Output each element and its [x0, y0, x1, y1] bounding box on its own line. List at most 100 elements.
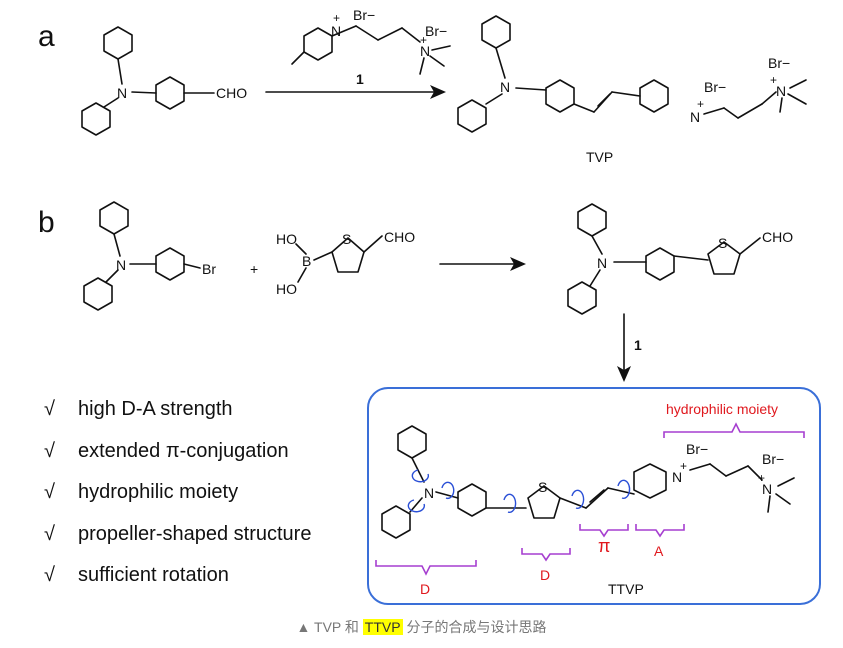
arrow-head [430, 85, 446, 99]
pyridinium-ring [639, 79, 669, 113]
rotation-arrow [617, 479, 631, 500]
check-icon: √ [44, 481, 55, 503]
intermediate-thiophene-aldehyde: N S CHO [567, 203, 793, 315]
brace-pi [579, 524, 629, 538]
phenyl-ring [567, 281, 597, 315]
feature-text: extended π-conjugation [78, 439, 289, 462]
atom-n: N [424, 485, 434, 501]
reactant-tpa-aldehyde: N CHO [81, 26, 247, 136]
feature-text: high D-A strength [78, 398, 233, 420]
phenyl-ring [397, 425, 427, 459]
brace-acceptor [635, 524, 685, 538]
rotation-arrow [411, 469, 430, 483]
cho-label: CHO [762, 229, 793, 245]
atom-n: N [117, 85, 127, 101]
atom-s: S [718, 235, 727, 251]
feature-item: √ hydrophilic moiety [44, 481, 311, 523]
cho-label: CHO [384, 229, 415, 245]
bromide-counterion: Br− [704, 79, 726, 95]
feature-item: √ extended π-conjugation [44, 440, 311, 482]
bromide-counterion: Br− [353, 7, 375, 23]
phenyl-ring [457, 99, 487, 133]
product-ttvp: N S N + Br− N + Br− [381, 425, 795, 539]
phenyl-ring [645, 247, 675, 281]
thiophene-ring [707, 241, 741, 275]
atom-b: B [302, 253, 311, 269]
pyridinium-ring [303, 27, 333, 61]
charge-plus: + [697, 97, 704, 111]
feature-item: √ high D-A strength [44, 398, 311, 440]
atom-n: N [116, 257, 126, 273]
feature-text: hydrophilic moiety [78, 481, 239, 503]
figure-caption: ▲ TVP 和 TTVP 分子的合成与设计思路 [0, 617, 843, 637]
reagent-number: 1 [356, 71, 364, 87]
reaction-arrow-down: 1 [617, 313, 642, 382]
reaction-arrow-a: 1 [265, 71, 446, 99]
bromide-counterion: Br− [762, 451, 784, 467]
atom-n-plus: N [672, 469, 682, 485]
product-label-tvp: TVP [586, 149, 613, 165]
reagent-number: 1 [634, 337, 642, 353]
arrow-head [510, 257, 526, 271]
phenyl-ring [481, 15, 511, 49]
phenyl-ring [577, 203, 607, 237]
rotation-arrow [503, 493, 517, 514]
annotation-acceptor: A [654, 543, 664, 559]
design-feature-list: √ high D-A strength √ extended π-conjugati… [44, 398, 311, 606]
brace-donor-2 [521, 548, 571, 562]
reaction-arrow-b [439, 257, 526, 271]
atom-n-plus: N [776, 83, 786, 99]
hydroxyl-label: HO [276, 281, 297, 297]
pyridinium-ring [633, 463, 667, 499]
charge-plus: + [680, 459, 687, 473]
phenyl-ring [155, 76, 185, 110]
atom-n-plus: N [331, 23, 341, 39]
check-icon: √ [44, 439, 55, 462]
atom-n-plus: N [762, 481, 772, 497]
bromide-counterion: Br− [425, 23, 447, 39]
reactant-bromo-tpa: N Br [83, 201, 216, 311]
phenyl-ring [545, 79, 575, 113]
atom-n: N [597, 255, 607, 271]
rotation-arrow [571, 489, 585, 510]
charge-plus: + [333, 11, 340, 25]
brace-hydrophilic [663, 422, 805, 438]
annotation-pi: π [598, 536, 610, 556]
atom-s: S [342, 231, 351, 247]
annotation-hydrophilic: hydrophilic moiety [666, 401, 778, 417]
reactant-thiophene-boronic-acid: S B HO HO CHO [276, 229, 415, 297]
phenyl-ring [155, 247, 185, 281]
cho-label: CHO [216, 85, 247, 101]
charge-plus: + [758, 471, 765, 485]
check-icon: √ [44, 564, 55, 586]
phenyl-ring [99, 201, 129, 235]
arrow-head [617, 366, 631, 382]
atom-n: N [500, 79, 510, 95]
caption-suffix: 分子的合成与设计思路 [402, 619, 547, 635]
reagent-1-structure: N + Br− N + Br− [291, 7, 451, 75]
check-icon: √ [44, 398, 55, 420]
hydroxyl-label: HO [276, 231, 297, 247]
feature-text: propeller-shaped structure [78, 522, 312, 545]
thiophene-ring [527, 485, 561, 519]
rotation-arrow [407, 499, 426, 513]
phenyl-ring [81, 102, 111, 136]
bromine-label: Br [202, 261, 216, 277]
rotation-arrow [441, 481, 455, 500]
feature-item: √sufficient rotation [44, 564, 311, 606]
atom-n-plus: N [690, 109, 700, 125]
phenyl-ring [83, 277, 113, 311]
check-icon: √ [44, 522, 55, 545]
annotation-donor: D [420, 581, 430, 597]
charge-plus: + [420, 33, 427, 47]
plus-sign: + [250, 261, 258, 277]
ttvp-design-box [367, 387, 821, 605]
panel-label-a: a [38, 20, 55, 53]
bromide-counterion: Br− [768, 55, 790, 71]
annotation-donor: D [540, 567, 550, 583]
feature-item: √ propeller-shaped structure [44, 523, 311, 565]
phenyl-ring [381, 505, 411, 539]
charge-plus: + [770, 73, 777, 87]
brace-donor-1 [375, 560, 477, 576]
